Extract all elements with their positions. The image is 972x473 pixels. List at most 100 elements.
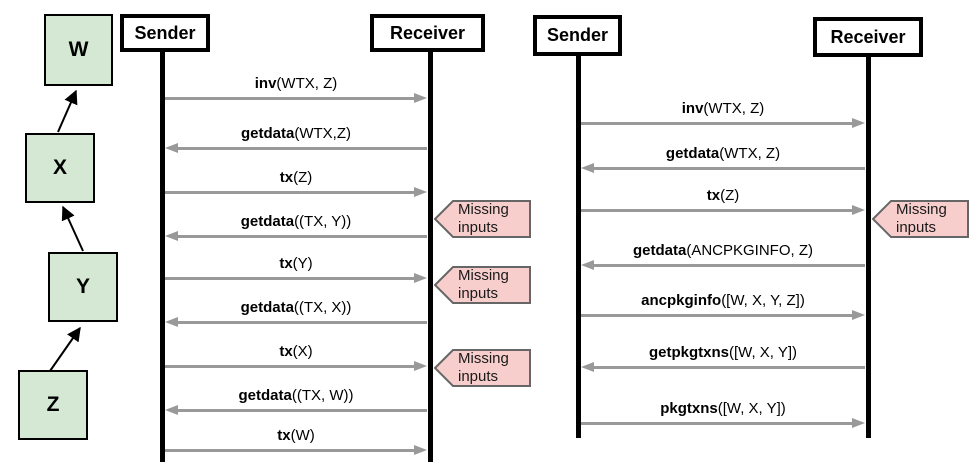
receiver-lifeline [428,50,433,462]
chain-arrow-z-to-y [49,326,81,372]
message-fn: pkgtxns [660,400,718,417]
receiver-box: Receiver [813,17,923,57]
message-arrow-line [176,409,427,412]
arrowhead-left-icon [581,163,594,173]
message-arrow-line [165,449,416,452]
message-fn: tx [277,427,291,444]
message-fn: tx [279,343,293,360]
sender-box: Sender [533,15,622,56]
message-args: (ANCPKGINFO, Z) [686,242,813,259]
message-label: tx(X) [165,343,427,360]
arrowhead-left-icon [165,143,178,153]
message-args: ((TX, X)) [293,299,352,316]
message-args: (WTX,Z) [294,125,351,142]
message-args: ([W, X, Y, Z]) [721,292,805,309]
message-fn: getdata [241,125,295,142]
message-args: (W) [290,427,315,444]
arrowhead-left-icon [165,317,178,327]
message-arrow-line [176,235,427,238]
message-label: getdata((TX, W)) [165,387,427,404]
message-arrow-line [165,191,416,194]
message-args: ((TX, W)) [291,387,354,404]
message-fn: inv [254,75,277,92]
message-label: tx(Z) [581,187,865,204]
arrowhead-right-icon [414,445,427,455]
callout-line2: inputs [458,285,499,302]
message-args: ([W, X, Y]) [717,400,786,417]
arrowhead-right-icon [852,418,865,428]
sender-lifeline [160,50,165,462]
message-label: inv(WTX, Z) [165,75,427,92]
receiver-lifeline [866,55,871,438]
sender-box: Sender [120,14,210,52]
message-fn: getdata [632,242,687,259]
message-arrow-line [581,422,854,425]
message-fn: getdata [665,145,720,162]
chain-node-box: X [25,133,95,203]
callout-line1: Missing [896,201,947,218]
message-fn: tx [279,255,293,272]
callout-line2: inputs [896,219,937,236]
message-label: getdata((TX, Y)) [165,213,427,230]
receiver-box: Receiver [370,14,485,52]
message-label: pkgtxns([W, X, Y]) [581,400,865,417]
message-arrow-line [592,264,865,267]
callout-shape [433,200,531,238]
message-arrow-line [592,167,865,170]
message-fn: getdata [238,387,292,404]
message-fn: getpkgtxns [648,344,729,361]
callout-line1: Missing [458,267,509,284]
arrowhead-right-icon [414,361,427,371]
message-label: ancpkginfo([W, X, Y, Z]) [581,292,865,309]
chain-node-box: W [44,14,113,86]
message-args: (WTX, Z) [276,75,338,92]
message-fn: tx [706,187,721,204]
message-label: getdata(WTX,Z) [165,125,427,142]
chain-arrow-y-to-x [61,205,84,252]
callout-shape [871,200,969,238]
arrowhead-right-icon [414,273,427,283]
message-arrow-line [592,366,865,369]
message-args: (WTX, Z) [703,100,765,117]
message-label: getdata(WTX, Z) [581,145,865,162]
callout-line1: Missing [458,201,509,218]
arrowhead-right-icon [852,310,865,320]
message-label: tx(W) [165,427,427,444]
arrowhead-right-icon [852,205,865,215]
arrowhead-right-icon [414,187,427,197]
chain-arrow-x-to-w [57,89,78,133]
message-args: ((TX, Y)) [294,213,352,230]
arrowhead-left-icon [165,231,178,241]
message-fn: getdata [240,213,295,230]
message-arrow-line [176,321,427,324]
message-args: (Z) [720,187,740,204]
message-arrow-line [165,277,416,280]
chain-node-box: Z [18,370,88,440]
message-arrow-line [165,97,416,100]
message-fn: ancpkginfo [641,292,722,309]
sender-lifeline [576,54,581,438]
message-arrow-line [581,122,854,125]
message-label: tx(Z) [165,169,427,186]
callout-shape [433,266,531,304]
message-label: tx(Y) [165,255,427,272]
message-args: (Z) [293,169,313,186]
message-label: getpkgtxns([W, X, Y]) [581,344,865,361]
message-args: (Y) [292,255,313,272]
arrowhead-right-icon [414,93,427,103]
arrowhead-left-icon [581,362,594,372]
callout-line2: inputs [458,368,499,385]
message-args: (X) [292,343,313,360]
arrowhead-left-icon [165,405,178,415]
message-arrow-line [165,365,416,368]
message-label: inv(WTX, Z) [581,100,865,117]
